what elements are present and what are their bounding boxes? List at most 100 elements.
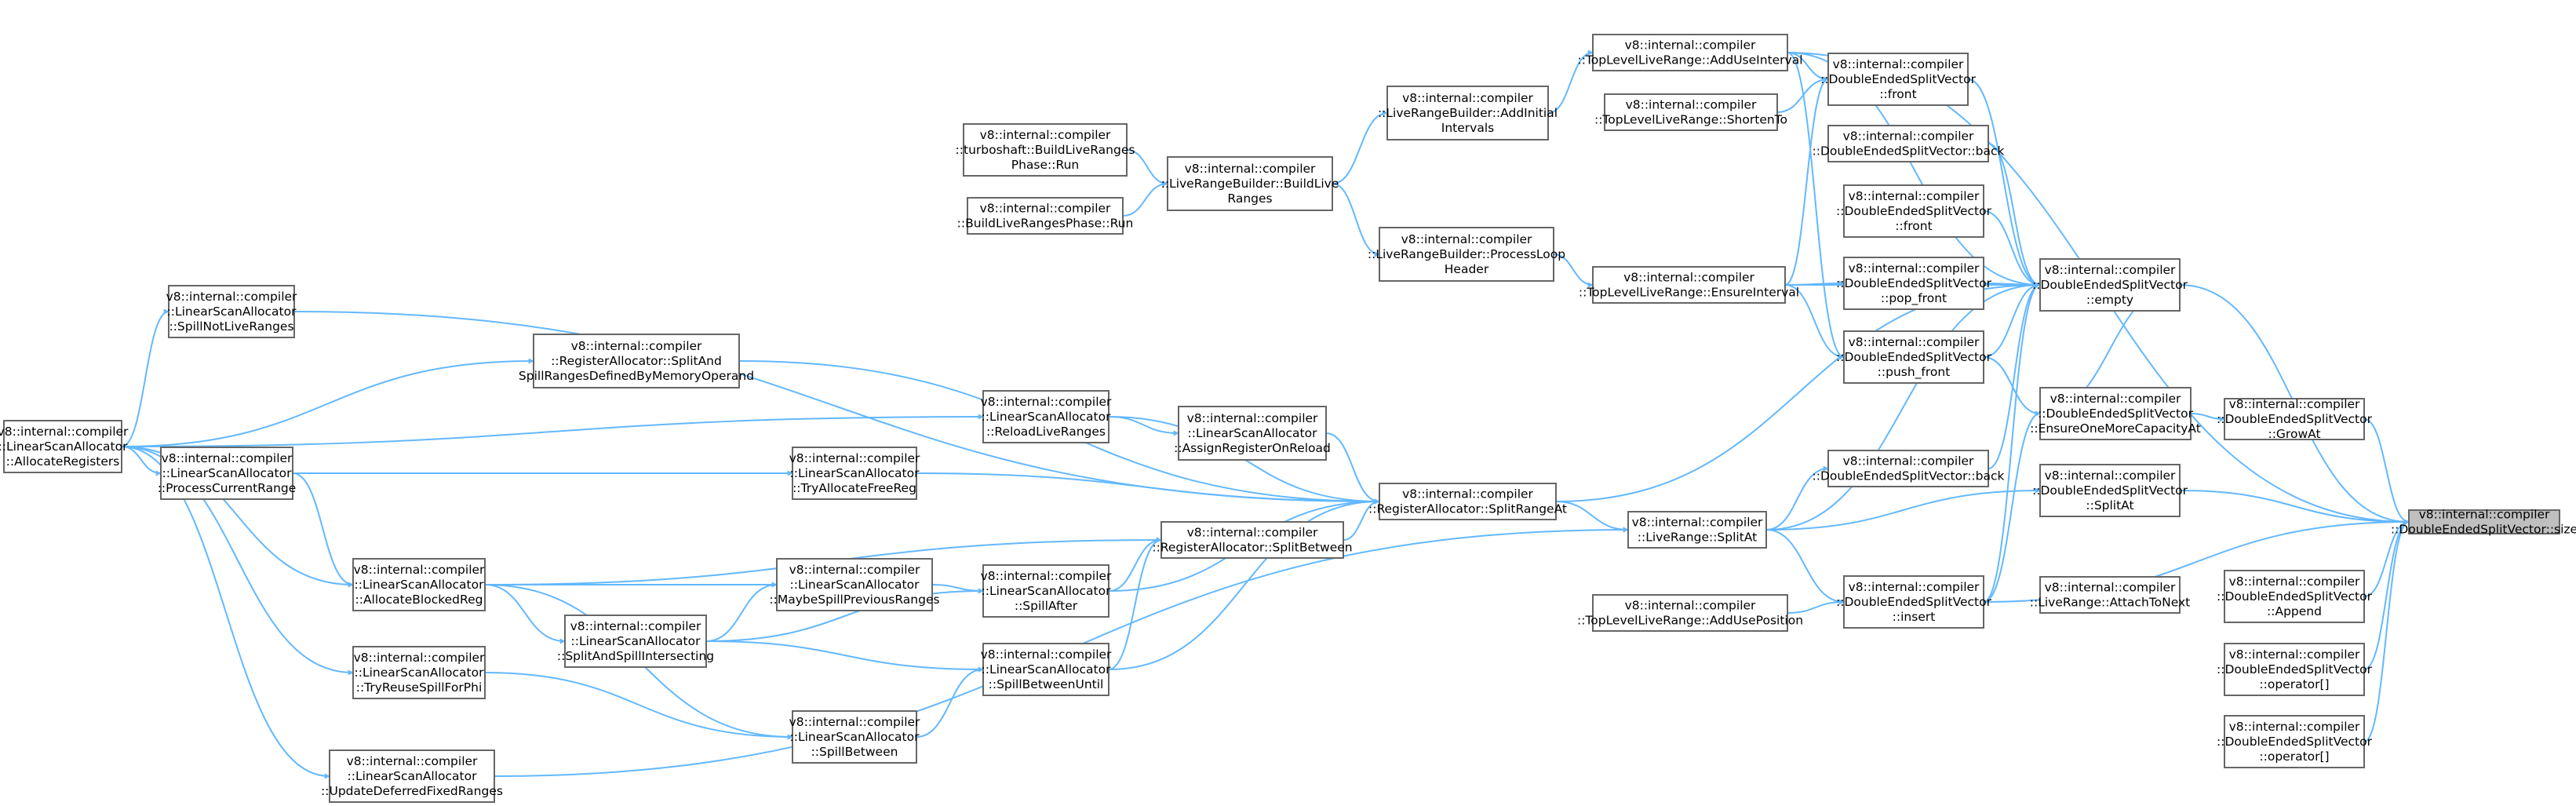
node-buildlive[interactable]: v8::internal::compiler::LiveRangeBuilder… [1161, 156, 1339, 211]
node-spillafter[interactable]: v8::internal::compiler::LinearScanAlloca… [981, 564, 1112, 618]
node-insert[interactable]: v8::internal::compiler::DoubleEndedSplit… [1836, 575, 1992, 629]
node-processloop[interactable]: v8::internal::compiler::LiveRangeBuilder… [1368, 227, 1565, 282]
edge-ensureinterval-to-popfront [1784, 280, 1845, 286]
edge-splitat_lr-to-insert [1765, 529, 1845, 605]
node-box [1592, 594, 1788, 632]
node-ensureinterval[interactable]: v8::internal::compiler::TopLevelLiveRang… [1579, 266, 1799, 304]
edge-spillbetweenuntil-to-splitrangeat [1108, 498, 1380, 670]
edge-processcurrent-to-allocblocked [292, 472, 354, 588]
node-back2[interactable]: v8::internal::compiler::DoubleEndedSplit… [1813, 450, 2005, 487]
node-tryreuse[interactable]: v8::internal::compiler::LinearScanAlloca… [352, 646, 486, 699]
node-tsbuild[interactable]: v8::internal::compiler::turboshaft::Buil… [956, 123, 1135, 177]
node-label-line: ::AllocateRegisters [6, 454, 120, 469]
node-splitat_lr[interactable]: v8::internal::compiler::LiveRange::Split… [1627, 511, 1767, 549]
node-splitspillint[interactable]: v8::internal::compiler::LinearScanAlloca… [557, 615, 714, 668]
node-label-line: ::AssignRegisterOnReload [1174, 441, 1331, 455]
node-front1[interactable]: v8::internal::compiler::DoubleEndedSplit… [1820, 53, 1977, 106]
node-updatedeferred[interactable]: v8::internal::compiler::LinearScanAlloca… [321, 749, 503, 803]
node-shortento[interactable]: v8::internal::compiler::TopLevelLiveRang… [1594, 93, 1787, 131]
node-append[interactable]: v8::internal::compiler::DoubleEndedSplit… [2217, 570, 2373, 623]
node-spillbetween[interactable]: v8::internal::compiler::LinearScanAlloca… [789, 710, 920, 764]
edge-allocregs-to-reloadlive [121, 414, 984, 447]
edge-line [1765, 529, 1845, 605]
edge-line [705, 582, 778, 642]
edge-spillbetweenuntil-to-splitbetween_ra [1108, 537, 1162, 670]
node-label-line: ::LinearScanAllocator [790, 730, 920, 744]
node-label-line: ::TryAllocateFreeReg [792, 481, 916, 495]
node-box [168, 285, 295, 338]
edge-line [121, 308, 169, 447]
node-box [352, 558, 486, 611]
node-attachtonext[interactable]: v8::internal::compiler::LiveRange::Attac… [2030, 576, 2190, 614]
node-reloadlive[interactable]: v8::internal::compiler::LinearScanAlloca… [981, 390, 1112, 443]
edge-line [1126, 149, 1168, 187]
node-opidx2[interactable]: v8::internal::compiler::DoubleEndedSplit… [2217, 715, 2373, 768]
node-addusepos[interactable]: v8::internal::compiler::TopLevelLiveRang… [1577, 594, 1803, 632]
node-ensure1[interactable]: v8::internal::compiler::DoubleEndedSplit… [2030, 387, 2201, 440]
node-label-line: v8::internal::compiler [354, 651, 485, 665]
edge-line [1988, 143, 2041, 288]
node-addinitial[interactable]: v8::internal::compiler::LiveRangeBuilder… [1378, 86, 1558, 140]
node-assignreg[interactable]: v8::internal::compiler::LinearScanAlloca… [1174, 406, 1331, 461]
node-label-line: ::push_front [1878, 365, 1951, 380]
node-front2[interactable]: v8::internal::compiler::DoubleEndedSplit… [1836, 184, 1992, 238]
node-growat[interactable]: v8::internal::compiler::DoubleEndedSplit… [2217, 397, 2373, 441]
node-adduseinterval[interactable]: v8::internal::compiler::TopLevelLiveRang… [1577, 34, 1803, 71]
edge-line [2190, 413, 2225, 422]
node-label-line: ::DoubleEndedSplitVector [1836, 595, 1992, 609]
node-allocblocked[interactable]: v8::internal::compiler::LinearScanAlloca… [352, 558, 486, 611]
node-label-line: v8::internal::compiler [2050, 392, 2181, 406]
node-label-line: ::TopLevelLiveRange::AddUseInterval [1577, 53, 1802, 67]
node-maybespill[interactable]: v8::internal::compiler::LinearScanAlloca… [769, 558, 940, 611]
edge-splitspillint-to-spillbetweenuntil [705, 640, 984, 673]
node-popfront[interactable]: v8::internal::compiler::DoubleEndedSplit… [1836, 257, 1992, 310]
node-box [160, 447, 293, 500]
edge-ensure1-to-growat [2190, 413, 2225, 422]
node-spillbetweenuntil[interactable]: v8::internal::compiler::LinearScanAlloca… [981, 643, 1112, 696]
node-label-line: ::LinearScanAllocator [162, 466, 293, 480]
node-box [1604, 93, 1778, 131]
node-opidx1[interactable]: v8::internal::compiler::DoubleEndedSplit… [2217, 643, 2373, 696]
edge-line [2363, 519, 2410, 597]
node-label-line: ::LiveRangeBuilder::ProcessLoop [1368, 247, 1565, 261]
node-splitat_dev[interactable]: v8::internal::compiler::DoubleEndedSplit… [2032, 464, 2188, 517]
node-spillnotlive[interactable]: v8::internal::compiler::LinearScanAlloca… [166, 285, 297, 338]
node-splitrangeat[interactable]: v8::internal::compiler::RegisterAllocato… [1368, 483, 1567, 520]
node-box [2224, 643, 2365, 696]
node-label-line: v8::internal::compiler [570, 619, 701, 633]
node-pushfront[interactable]: v8::internal::compiler::DoubleEndedSplit… [1836, 330, 1992, 384]
node-box [1379, 227, 1554, 282]
edge-line [705, 640, 984, 673]
node-label-line: ::TopLevelLiveRange::EnsureInterval [1579, 286, 1799, 300]
node-processcurrent[interactable]: v8::internal::compiler::LinearScanAlloca… [158, 447, 297, 500]
node-label-line: ::TryReuseSpillForPhi [356, 680, 483, 695]
node-label-line: ::DoubleEndedSplitVector::size [2391, 523, 2576, 537]
node-back1[interactable]: v8::internal::compiler::DoubleEndedSplit… [1813, 125, 2005, 162]
node-box [2224, 398, 2365, 440]
edge-line [1547, 49, 1594, 114]
node-empty[interactable]: v8::internal::compiler::DoubleEndedSplit… [2032, 258, 2188, 312]
node-label-line: v8::internal::compiler [1625, 599, 1756, 613]
edge-assignreg-to-splitrangeat [1325, 432, 1380, 505]
edge-line [2363, 519, 2410, 742]
node-label-line: ::operator[] [2259, 749, 2329, 764]
node-box [2224, 715, 2365, 768]
node-box [1627, 511, 1767, 549]
node-label-line: ::LiveRange::AttachToNext [2030, 596, 2190, 610]
node-label-line: v8::internal::compiler [1626, 98, 1757, 112]
node-allocregs[interactable]: v8::internal::compiler::LinearScanAlloca… [0, 420, 129, 473]
edge-insert-to-ensure1 [1983, 410, 2041, 603]
node-tryallocfree[interactable]: v8::internal::compiler::LinearScanAlloca… [789, 447, 920, 500]
node-label-line: ::LinearScanAllocator [982, 584, 1112, 598]
node-label-line: ::DoubleEndedSplitVector [1836, 350, 1992, 364]
node-splitbetween_ra[interactable]: v8::internal::compiler::RegisterAllocato… [1152, 521, 1353, 559]
node-size[interactable]: v8::internal::compiler::DoubleEndedSplit… [2391, 508, 2576, 537]
node-splitandspill[interactable]: v8::internal::compiler::RegisterAllocato… [519, 334, 754, 388]
node-label-line: v8::internal::compiler [347, 754, 478, 768]
node-label-line: ::LinearScanAllocator [167, 305, 297, 319]
node-buildphase[interactable]: v8::internal::compiler::BuildLiveRangesP… [957, 197, 1134, 235]
node-label-line: v8::internal::compiler [354, 563, 485, 577]
edge-reloadlive-to-assignreg [1108, 416, 1179, 436]
node-label-line: v8::internal::compiler [166, 290, 297, 304]
node-box [1592, 266, 1786, 304]
